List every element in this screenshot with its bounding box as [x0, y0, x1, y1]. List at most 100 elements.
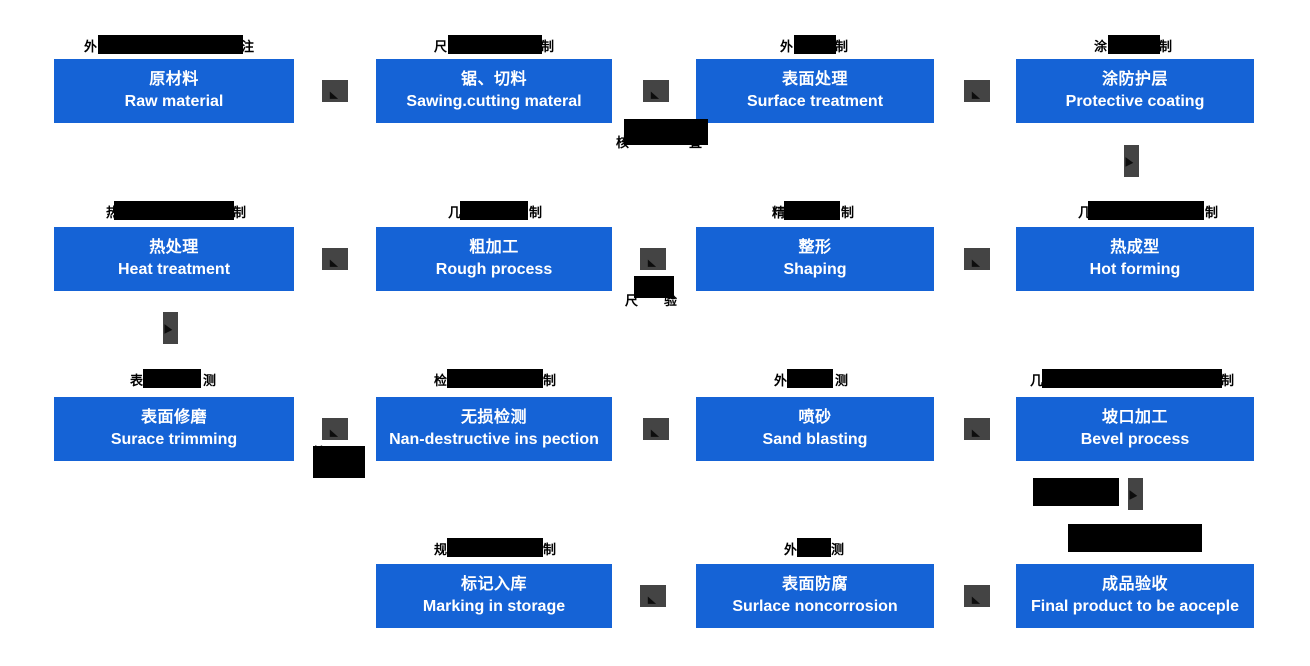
- node-label-cn: 坡口加工: [1101, 409, 1168, 427]
- caption-redaction-bar: [448, 35, 542, 54]
- caption-redaction-bar: [797, 538, 831, 557]
- node-label-en: Surface treatment: [746, 93, 884, 110]
- node-label-cn: 喷砂: [798, 409, 832, 427]
- node-label-en: Surlace noncorrosion: [732, 598, 898, 615]
- node-label-cn: 锯、切料: [460, 71, 527, 89]
- node-caption-cap-ndt-inspection: 检制: [434, 369, 558, 388]
- node-label-cn: 无损检测: [460, 409, 527, 427]
- caption-redaction-bar: [114, 201, 234, 220]
- node-caption-cap-bevel-process: 几制: [1030, 369, 1236, 388]
- process-node-surface-treatment[interactable]: 表面处理 Surface treatment: [696, 59, 934, 123]
- arrow-right-icon-arrow-sawing-to-surface: [643, 80, 669, 102]
- caption-visible-prefix: 涂: [1094, 38, 1108, 54]
- arrow-right-icon-arrow-surface-to-coating: [964, 80, 990, 102]
- node-label-en: Surace trimming: [110, 431, 238, 448]
- caption-visible-suffix: 制: [841, 204, 855, 220]
- caption-redaction-bar: [98, 35, 243, 54]
- arrow-down-icon-arrow-heat-down: [163, 312, 178, 344]
- caption-redaction-bar: [784, 201, 840, 220]
- caption-visible-suffix: 制: [1221, 372, 1235, 388]
- node-label-en: Protective coating: [1065, 93, 1205, 110]
- arrow-right-icon-arrow-sand-to-bevel: [964, 418, 990, 440]
- node-caption-cap-hot-forming: 几制: [1078, 201, 1220, 220]
- redaction-block-label-final-top: [1068, 524, 1202, 552]
- arrow-right-icon-arrow-raw-to-sawing: [322, 80, 348, 102]
- node-label-en: Hot forming: [1089, 261, 1181, 278]
- caption-visible-prefix: 外: [84, 38, 98, 54]
- caption-visible-prefix: 外: [780, 38, 794, 54]
- arrow-right-icon-arrow-noncorr-to-final: [964, 585, 990, 607]
- caption-visible-suffix: 制: [1159, 38, 1173, 54]
- arrow-right-icon-arrow-marking-to-noncorr: [640, 585, 666, 607]
- node-caption-cap-surface-trimming: 表测: [130, 369, 218, 388]
- caption-visible-suffix: 测: [831, 541, 845, 557]
- caption-redaction-bar: [787, 369, 833, 388]
- node-label-cn: 表面防腐: [781, 576, 848, 594]
- node-label-en: Raw material: [124, 93, 224, 110]
- process-node-raw-material[interactable]: 原材料 Raw material: [54, 59, 294, 123]
- arrow-right-icon-arrow-rough-to-shaping: [640, 248, 666, 270]
- node-caption-cap-protective-coating: 涂制: [1094, 35, 1174, 54]
- process-node-bevel-process[interactable]: 坡口加工 Bevel process: [1016, 397, 1254, 461]
- node-label-cn: 热处理: [149, 239, 199, 257]
- redaction-block-label-under-sawing: [624, 119, 708, 145]
- node-label-cn: 成品验收: [1101, 576, 1168, 594]
- process-node-sand-blasting[interactable]: 喷砂 Sand blasting: [696, 397, 934, 461]
- caption-visible-prefix: 几: [1078, 204, 1092, 220]
- node-caption-cap-heat-treatment: 热制: [106, 201, 248, 220]
- node-label-en: Shaping: [783, 261, 847, 278]
- node-label-cn: 表面处理: [781, 71, 848, 89]
- caption-visible-prefix: 几: [1030, 372, 1044, 388]
- arrow-right-icon-arrow-ndt-to-sand: [643, 418, 669, 440]
- caption-visible-prefix: 精: [772, 204, 786, 220]
- caption-redaction-bar: [1088, 201, 1204, 220]
- node-label-cn: 原材料: [149, 71, 199, 89]
- arrow-down-icon-arrow-coating-to-hotforming: [1124, 145, 1139, 177]
- node-label-en: Sand blasting: [762, 431, 868, 448]
- caption-redaction-bar: [1042, 369, 1222, 388]
- caption-redaction-bar: [1108, 35, 1160, 54]
- caption-visible-suffix: 制: [543, 541, 557, 557]
- node-label-en: Heat treatment: [117, 261, 231, 278]
- node-label-en: Sawing.cutting materal: [406, 93, 582, 110]
- caption-visible-suffix: 制: [529, 204, 543, 220]
- caption-visible-suffix: 注: [241, 38, 255, 54]
- process-node-heat-treatment[interactable]: 热处理 Heat treatment: [54, 227, 294, 291]
- node-label-en: Nan-destructive ins pection: [389, 431, 599, 448]
- caption-redaction-bar: [794, 35, 836, 54]
- caption-visible-suffix: 制: [543, 372, 557, 388]
- node-caption-cap-marking-storage: 规制: [434, 538, 558, 557]
- arrow-right-icon-arrow-shaping-to-hotforming: [964, 248, 990, 270]
- caption-visible-prefix: 表: [130, 372, 144, 388]
- caption-visible-suffix: 制: [835, 38, 849, 54]
- process-node-ndt-inspection[interactable]: 无损检测 Nan-destructive ins pection: [376, 397, 612, 461]
- caption-visible-prefix: 几: [448, 204, 462, 220]
- caption-redaction-bar: [447, 538, 543, 557]
- node-caption-cap-shaping: 精制: [772, 201, 856, 220]
- caption-redaction-bar: [447, 369, 543, 388]
- process-node-marking-storage[interactable]: 标记入库 Marking in storage: [376, 564, 612, 628]
- caption-redaction-bar: [460, 201, 528, 220]
- redaction-block-label-left-of-ndt: [313, 446, 365, 478]
- node-label-en: Marking in storage: [422, 598, 566, 615]
- caption-visible-prefix: 检: [434, 372, 448, 388]
- node-caption-cap-rough-process: 几制: [448, 201, 544, 220]
- process-node-sawing-cutting[interactable]: 锯、切料 Sawing.cutting materal: [376, 59, 612, 123]
- caption-redaction-bar: [143, 369, 201, 388]
- arrow-right-icon-arrow-trim-to-ndt: [322, 418, 348, 440]
- node-caption-cap-surface-treatment: 外制: [780, 35, 850, 54]
- caption-visible-suffix: 测: [203, 372, 217, 388]
- caption-visible-prefix: 尺: [434, 38, 448, 54]
- process-node-surface-noncorrosion[interactable]: 表面防腐 Surlace noncorrosion: [696, 564, 934, 628]
- node-caption-cap-raw-material: 外注: [84, 35, 256, 54]
- node-label-cn: 标记入库: [460, 576, 527, 594]
- caption-visible-prefix: 规: [434, 541, 448, 557]
- node-label-en: Bevel process: [1080, 431, 1190, 448]
